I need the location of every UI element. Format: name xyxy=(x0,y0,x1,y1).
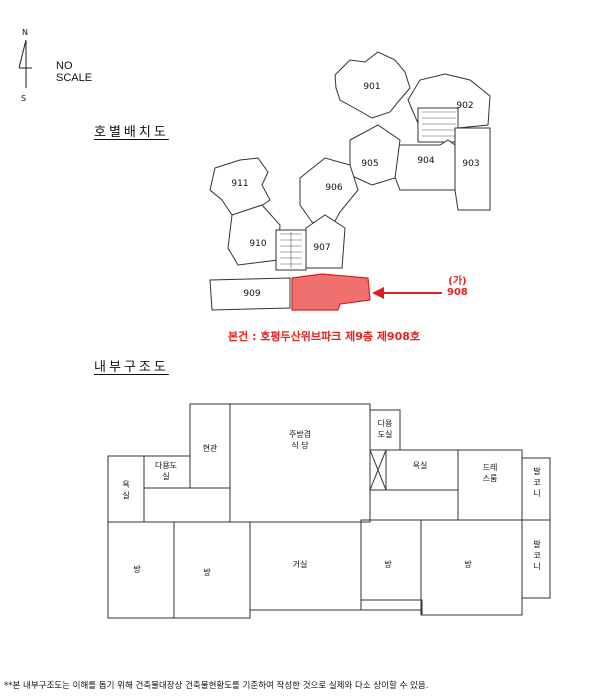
unit-label-909: 909 xyxy=(243,289,260,299)
balcony-bottom-label-3: 니 xyxy=(533,561,540,571)
utility-left-label-1: 다용도 xyxy=(155,461,177,470)
balcony-bottom-label-2: 코 xyxy=(533,551,540,560)
unit-911-outline xyxy=(209,157,271,216)
unit-903-outline xyxy=(454,127,491,211)
arrow-label-a: (가) xyxy=(448,276,467,287)
utility-left-label-2: 실 xyxy=(162,471,169,481)
kitchen-room xyxy=(229,403,371,523)
unit-label-907: 907 xyxy=(313,243,330,253)
arrow-label: (가) 908 xyxy=(447,276,468,298)
room4-label: 방 xyxy=(464,559,472,569)
unit-908-highlight xyxy=(291,273,371,311)
room1-label: 방 xyxy=(133,564,141,574)
room3-label: 방 xyxy=(384,559,392,569)
compass: N S NO SCALE xyxy=(18,28,108,108)
unit-label-911: 911 xyxy=(231,179,248,189)
unit-label-902: 902 xyxy=(456,101,473,111)
no-scale-note: NO SCALE xyxy=(56,60,93,84)
utility-top-label-1: 다용 xyxy=(378,419,393,428)
arrow-head-icon xyxy=(372,287,384,299)
dressroom-label-1: 드레 xyxy=(483,463,498,472)
unit-901-outline xyxy=(334,51,411,119)
room4 xyxy=(420,519,523,616)
room2-label: 방 xyxy=(203,567,211,577)
unit-907-outline xyxy=(305,214,346,269)
footnote: **본 내부구조도는 이해를 돕기 위해 건축물대장상 건축물현황도를 기준하여… xyxy=(4,681,429,691)
kitchen-label-2: 식 당 xyxy=(291,440,309,450)
site-plan-caption: 본건 : 호평두산위브파크 제9층 제908호 xyxy=(228,330,421,343)
dressroom xyxy=(457,449,523,521)
unit-label-904: 904 xyxy=(417,156,434,166)
utility-top-label-2: 도실 xyxy=(378,429,393,439)
kitchen-label-1: 주방겸 xyxy=(289,429,311,439)
balcony-top-label-1: 발 xyxy=(533,466,541,476)
balcony-top-label-3: 니 xyxy=(533,488,540,498)
unit-label-903: 903 xyxy=(462,159,479,169)
entrance-label: 현관 xyxy=(203,443,218,453)
site-plan-diagram: 901 902 903 904 905 906 907 909 910 911 xyxy=(209,51,491,311)
north-label: N xyxy=(22,28,28,37)
balcony-bottom-label-1: 발 xyxy=(533,539,541,549)
floor-plan-title: 내부구조도 xyxy=(94,360,169,375)
core-right xyxy=(417,107,459,143)
bath-left-room xyxy=(107,455,145,523)
bath-right-room xyxy=(385,449,459,491)
bath-left-label-1: 욕 xyxy=(122,480,129,489)
room2 xyxy=(173,521,251,619)
unit-label-906: 906 xyxy=(325,183,342,193)
south-label: S xyxy=(21,94,27,103)
dressroom-label-2: 스룸 xyxy=(483,474,498,483)
unit-label-910: 910 xyxy=(249,239,266,249)
balcony-top-label-2: 코 xyxy=(533,478,540,487)
site-plan-title: 호별배치도 xyxy=(94,125,169,140)
unit-909-outline xyxy=(209,277,291,311)
room1 xyxy=(107,521,175,619)
bath-right-label: 욕실 xyxy=(413,460,428,470)
unit-label-905: 905 xyxy=(361,159,378,169)
bath-left-label-2: 실 xyxy=(122,490,129,500)
unit-906-outline xyxy=(299,157,359,231)
north-arrow-icon xyxy=(18,39,32,88)
unit-label-901: 901 xyxy=(363,82,380,92)
arrow-label-b: 908 xyxy=(447,287,468,298)
living-label: 거실 xyxy=(293,559,308,569)
